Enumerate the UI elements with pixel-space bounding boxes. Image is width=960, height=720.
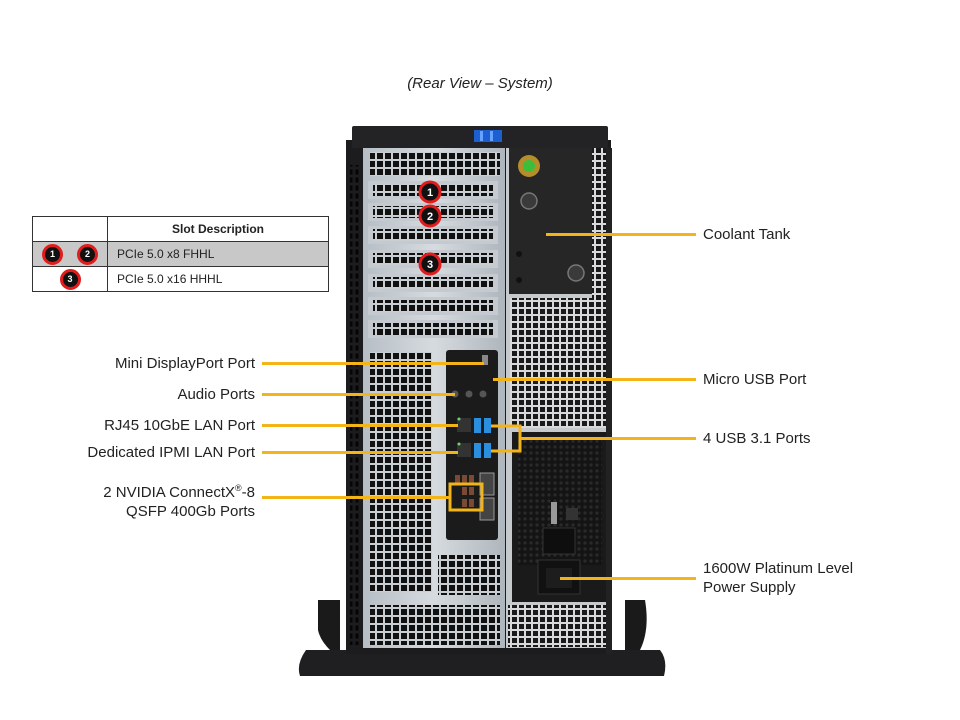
- audio-jack: [479, 390, 487, 398]
- callout-line-psu: [560, 577, 696, 580]
- label-coolant-tank: Coolant Tank: [703, 226, 791, 243]
- figure-title: (Rear View – System): [407, 75, 553, 92]
- usb-port: [484, 443, 491, 458]
- registered-mark: ®: [235, 483, 242, 493]
- slot-table-row: 3 PCIe 5.0 x16 HHHL: [32, 266, 329, 292]
- label-usb-ports: 4 USB 3.1 Ports: [703, 430, 811, 447]
- label-audio-ports: Audio Ports: [177, 386, 255, 403]
- slot-badge-2: 2: [77, 243, 98, 265]
- callout-line-coolant: [546, 233, 696, 236]
- usb-port: [484, 418, 491, 433]
- slot-marker-1: [418, 180, 442, 204]
- mini-displayport: [482, 355, 488, 365]
- slot-table-header: Slot Description: [107, 216, 329, 242]
- rj45-10gbe-port: [457, 417, 471, 432]
- callout-line-qsfp: [262, 496, 451, 499]
- usb-port: [474, 443, 481, 458]
- label-rj45-lan: RJ45 10GbE LAN Port: [104, 417, 255, 434]
- label-psu-line2: Power Supply: [703, 579, 796, 596]
- slot-badges-cell: 3: [32, 266, 108, 292]
- label-qsfp-line2: QSFP 400Gb Ports: [126, 503, 255, 520]
- label-power-supply: 1600W Platinum Level Power Supply: [703, 559, 853, 597]
- power-switch: [542, 527, 576, 555]
- callout-line-mini-displayport: [262, 362, 484, 365]
- slot-description: PCIe 5.0 x16 HHHL: [107, 266, 329, 292]
- slot-badge-3: 3: [59, 268, 81, 290]
- slot-table-header-blank: [32, 216, 108, 242]
- server-rear-view-image: 1 2 3: [298, 126, 666, 676]
- label-text: -8: [241, 484, 255, 501]
- audio-jack: [465, 390, 473, 398]
- label-ipmi-lan: Dedicated IPMI LAN Port: [87, 444, 255, 461]
- callout-line-usb: [520, 437, 696, 440]
- label-psu-line1: 1600W Platinum Level: [703, 560, 854, 577]
- slot-description: PCIe 5.0 x8 FHHL: [107, 241, 329, 267]
- callout-line-micro-usb: [493, 378, 696, 381]
- label-micro-usb: Micro USB Port: [703, 371, 807, 388]
- ipmi-lan-port: [457, 442, 471, 457]
- label-qsfp-ports: 2 NVIDIA ConnectX®-8 QSFP 400Gb Ports: [103, 479, 255, 521]
- slot-marker-label: 1: [427, 187, 433, 199]
- callout-line-audio: [262, 393, 455, 396]
- slot-marker-3: [418, 252, 442, 276]
- slot-marker-2: [418, 204, 442, 228]
- callout-line-rj45: [262, 424, 458, 427]
- chassis-stand: [298, 600, 666, 676]
- slot-marker-label: 2: [427, 211, 433, 223]
- slot-badge-1: 1: [42, 243, 63, 265]
- release-latch: [474, 130, 502, 142]
- usb-port: [474, 418, 481, 433]
- label-qsfp-line1: 2 NVIDIA ConnectX®-8: [103, 483, 255, 501]
- slot-marker-label: 3: [427, 259, 433, 271]
- label-mini-displayport: Mini DisplayPort Port: [114, 355, 255, 372]
- label-text: 2 NVIDIA ConnectX: [103, 484, 236, 501]
- slot-table-header-row: Slot Description: [32, 216, 329, 242]
- callout-line-ipmi: [262, 451, 458, 454]
